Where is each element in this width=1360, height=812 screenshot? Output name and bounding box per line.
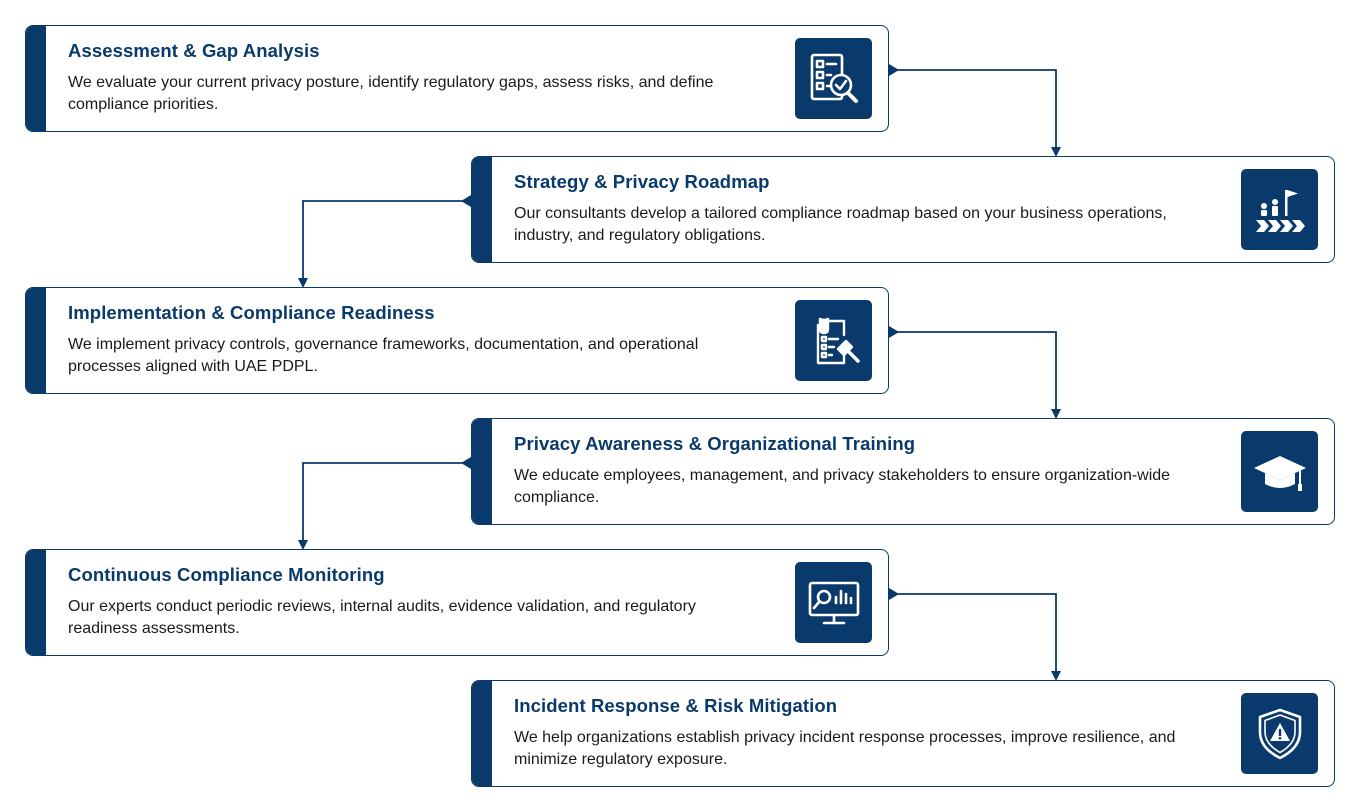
graduation-cap-icon — [1241, 431, 1318, 512]
monitor-analytics-icon — [795, 562, 872, 643]
document-gavel-icon — [795, 300, 872, 381]
step-card-strategy: Strategy & Privacy Roadmap Our consultan… — [471, 156, 1335, 263]
connector-step4-step5 — [298, 462, 470, 550]
step-card-monitoring: Continuous Compliance Monitoring Our exp… — [25, 549, 889, 656]
step-description: We help organizations establish privacy … — [514, 729, 1176, 768]
step-title: Strategy & Privacy Roadmap — [514, 171, 770, 192]
step-description: We implement privacy controls, governanc… — [68, 336, 699, 375]
step-card-incident: Incident Response & Risk Mitigation We h… — [471, 680, 1335, 787]
step-description: We educate employees, management, and pr… — [514, 467, 1171, 506]
step-card-assessment: Assessment & Gap Analysis We evaluate yo… — [25, 25, 889, 132]
connector-step4-tip — [461, 457, 471, 469]
checklist-magnifier-icon — [795, 38, 872, 119]
shield-warning-icon — [1241, 693, 1318, 774]
team-flag-roadmap-icon — [1241, 169, 1318, 250]
connector-step5-tip — [889, 588, 899, 600]
connector-step1-step2 — [890, 69, 1061, 157]
connector-step3-tip — [889, 326, 899, 338]
step-title: Assessment & Gap Analysis — [68, 40, 320, 61]
connector-step3-step4 — [890, 331, 1061, 419]
step-description: Our experts conduct periodic reviews, in… — [68, 598, 696, 637]
connector-step5-step6 — [890, 593, 1061, 681]
step-title: Implementation & Compliance Readiness — [68, 302, 435, 323]
connector-step1-tip — [889, 64, 899, 76]
connector-step2-tip — [461, 195, 471, 207]
step-title: Privacy Awareness & Organizational Train… — [514, 433, 916, 454]
step-description: We evaluate your current privacy posture… — [68, 74, 714, 113]
step-title: Incident Response & Risk Mitigation — [514, 695, 838, 716]
step-description: Our consultants develop a tailored compl… — [514, 205, 1167, 244]
step-title: Continuous Compliance Monitoring — [68, 564, 385, 585]
step-card-implementation: Implementation & Compliance Readiness We… — [25, 287, 889, 394]
connector-step2-step3 — [298, 200, 470, 288]
step-card-training: Privacy Awareness & Organizational Train… — [471, 418, 1335, 525]
